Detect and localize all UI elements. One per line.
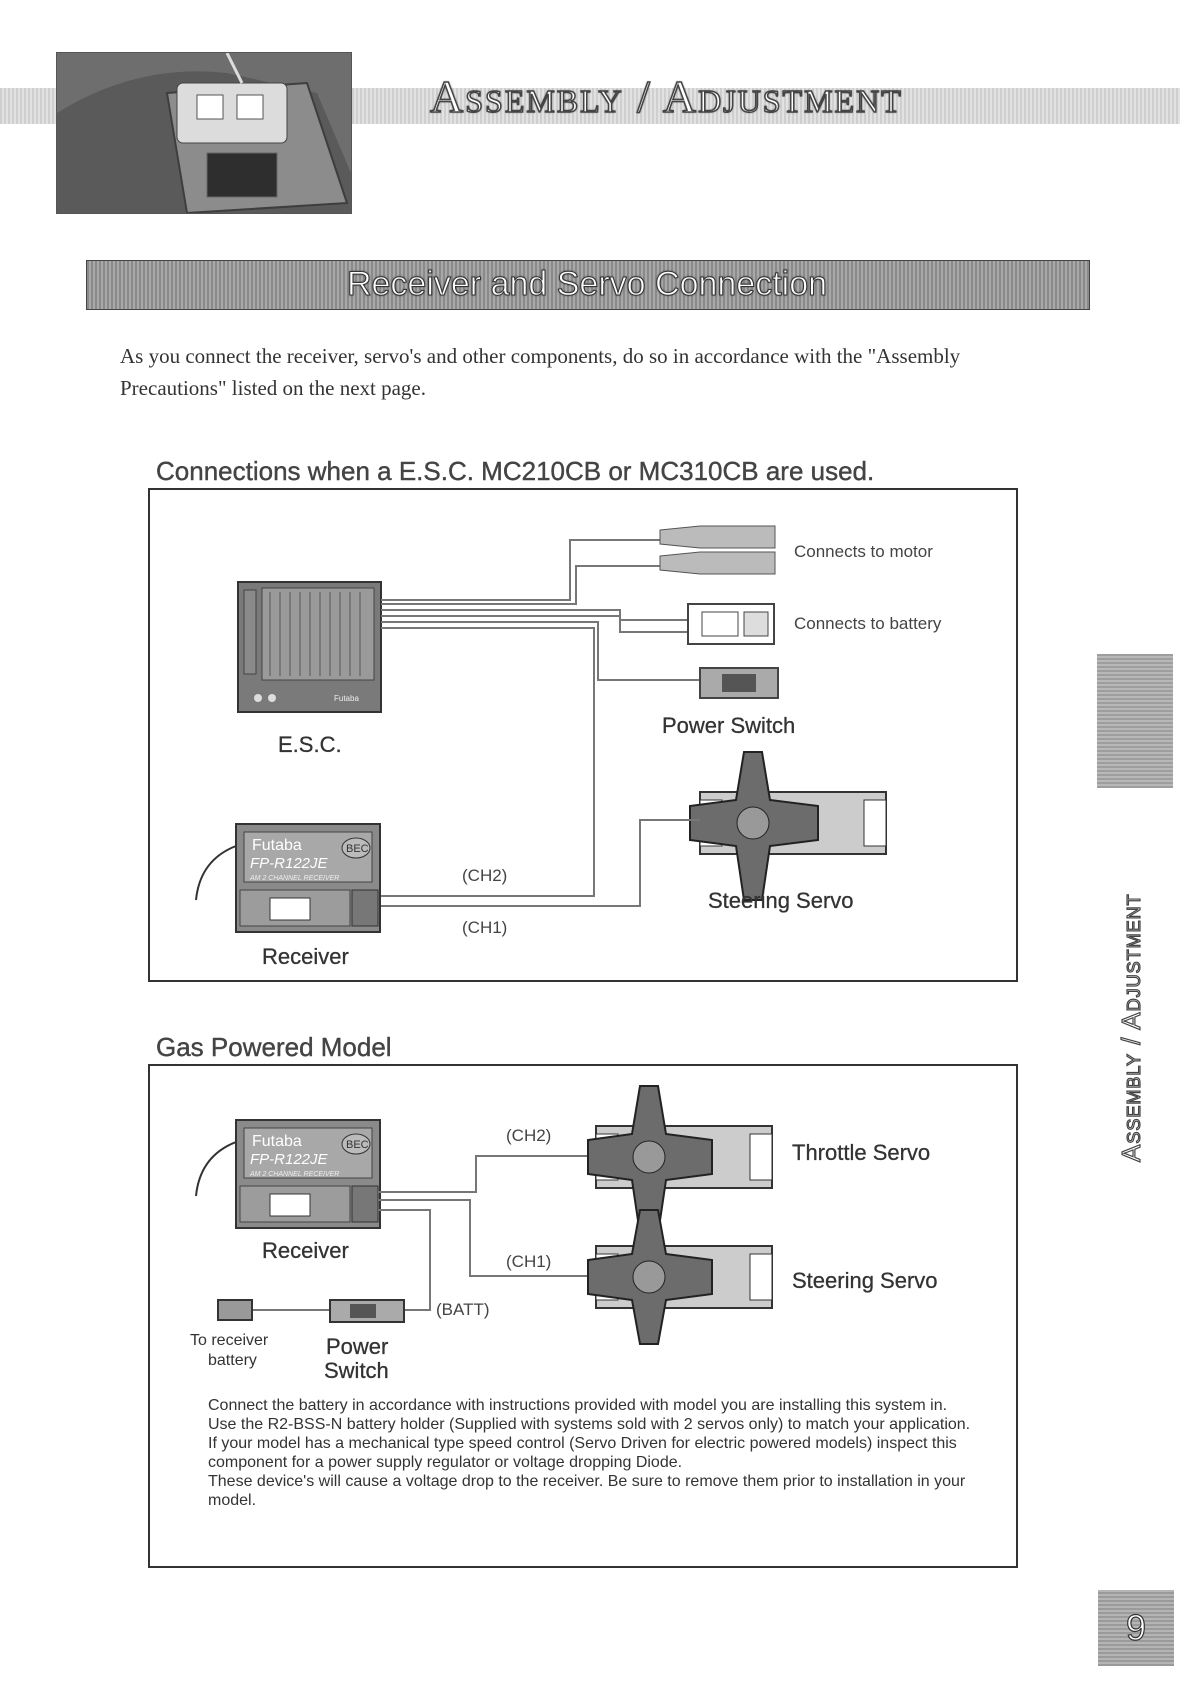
battery-connector — [687, 603, 775, 645]
transmitter-photo — [56, 52, 352, 214]
page-number: 9 — [1125, 1606, 1147, 1648]
diagram1-ch1-label: (CH1) — [462, 918, 508, 937]
page-header-title: Assembly / Adjustment — [429, 70, 903, 123]
receiver1-sub: AM 2 CHANNEL RECEIVER — [249, 875, 339, 882]
receiver2-model: FP-R122JE — [250, 1151, 329, 1168]
esc-brand: Futaba — [334, 694, 359, 703]
note-3: If your model has a mechanical type spee… — [208, 1435, 957, 1471]
diagram2-ch2-label: (CH2) — [506, 1126, 552, 1145]
intro-paragraph: As you connect the receiver, servo's and… — [120, 344, 961, 400]
esc-unit — [237, 581, 382, 713]
power-label: Power — [326, 1334, 389, 1359]
section-title: Receiver and Servo Connection — [346, 265, 828, 304]
receiver-unit-1 — [195, 823, 381, 933]
steering-servo-label-2: Steering Servo — [792, 1268, 938, 1293]
diagram1-ch2-label: (CH2) — [462, 866, 508, 885]
diagram2-heading: Gas Powered Model — [156, 1032, 392, 1062]
connects-motor-label: Connects to motor — [794, 542, 933, 561]
to-receiver-label: To receiver — [190, 1332, 269, 1349]
receiver2-brand: Futaba — [252, 1133, 302, 1150]
side-tab-block — [1097, 654, 1173, 788]
receiver-unit-2 — [195, 1119, 381, 1229]
transmitter-image — [57, 53, 351, 213]
receiver1-brand: Futaba — [252, 837, 302, 854]
diagram2-ch1-label: (CH1) — [506, 1252, 552, 1271]
throttle-servo-label: Throttle Servo — [792, 1140, 931, 1165]
battery-label: battery — [208, 1352, 257, 1369]
switch-label: Switch — [324, 1358, 389, 1383]
side-tab-title: Assembly / Adjustment — [1115, 893, 1146, 1163]
note-4: These device's will cause a voltage drop… — [208, 1473, 966, 1509]
battery-plug — [217, 1299, 253, 1321]
installation-notes: Connect the battery in accordance with i… — [208, 1396, 998, 1510]
receiver-label-2: Receiver — [262, 1238, 349, 1263]
receiver2-sub: AM 2 CHANNEL RECEIVER — [249, 1171, 339, 1178]
diagram2-batt-label: (BATT) — [436, 1300, 490, 1319]
esc-label: E.S.C. — [278, 732, 342, 757]
power-switch-1 — [699, 667, 779, 699]
throttle-servo — [587, 1085, 773, 1235]
power-switch-label: Power Switch — [662, 713, 796, 738]
steering-servo-label-1: Steering Servo — [708, 888, 854, 913]
note-2: Use the R2-BSS-N battery holder (Supplie… — [208, 1416, 971, 1433]
receiver-label-1: Receiver — [262, 944, 349, 969]
section-title-bar — [86, 260, 1090, 310]
diagram1-heading: Connections when a E.S.C. MC210CB or MC3… — [156, 456, 875, 486]
receiver2-bec: BEC — [346, 1139, 369, 1151]
motor-connectors — [659, 525, 776, 575]
receiver1-bec: BEC — [346, 843, 369, 855]
steering-servo-2 — [587, 1209, 773, 1345]
page-number-tab — [1098, 1590, 1174, 1666]
power-switch-2 — [329, 1299, 405, 1323]
note-1: Connect the battery in accordance with i… — [208, 1397, 948, 1414]
connects-battery-label: Connects to battery — [794, 614, 942, 633]
receiver1-model: FP-R122JE — [250, 855, 329, 872]
steering-servo-1 — [689, 751, 887, 901]
